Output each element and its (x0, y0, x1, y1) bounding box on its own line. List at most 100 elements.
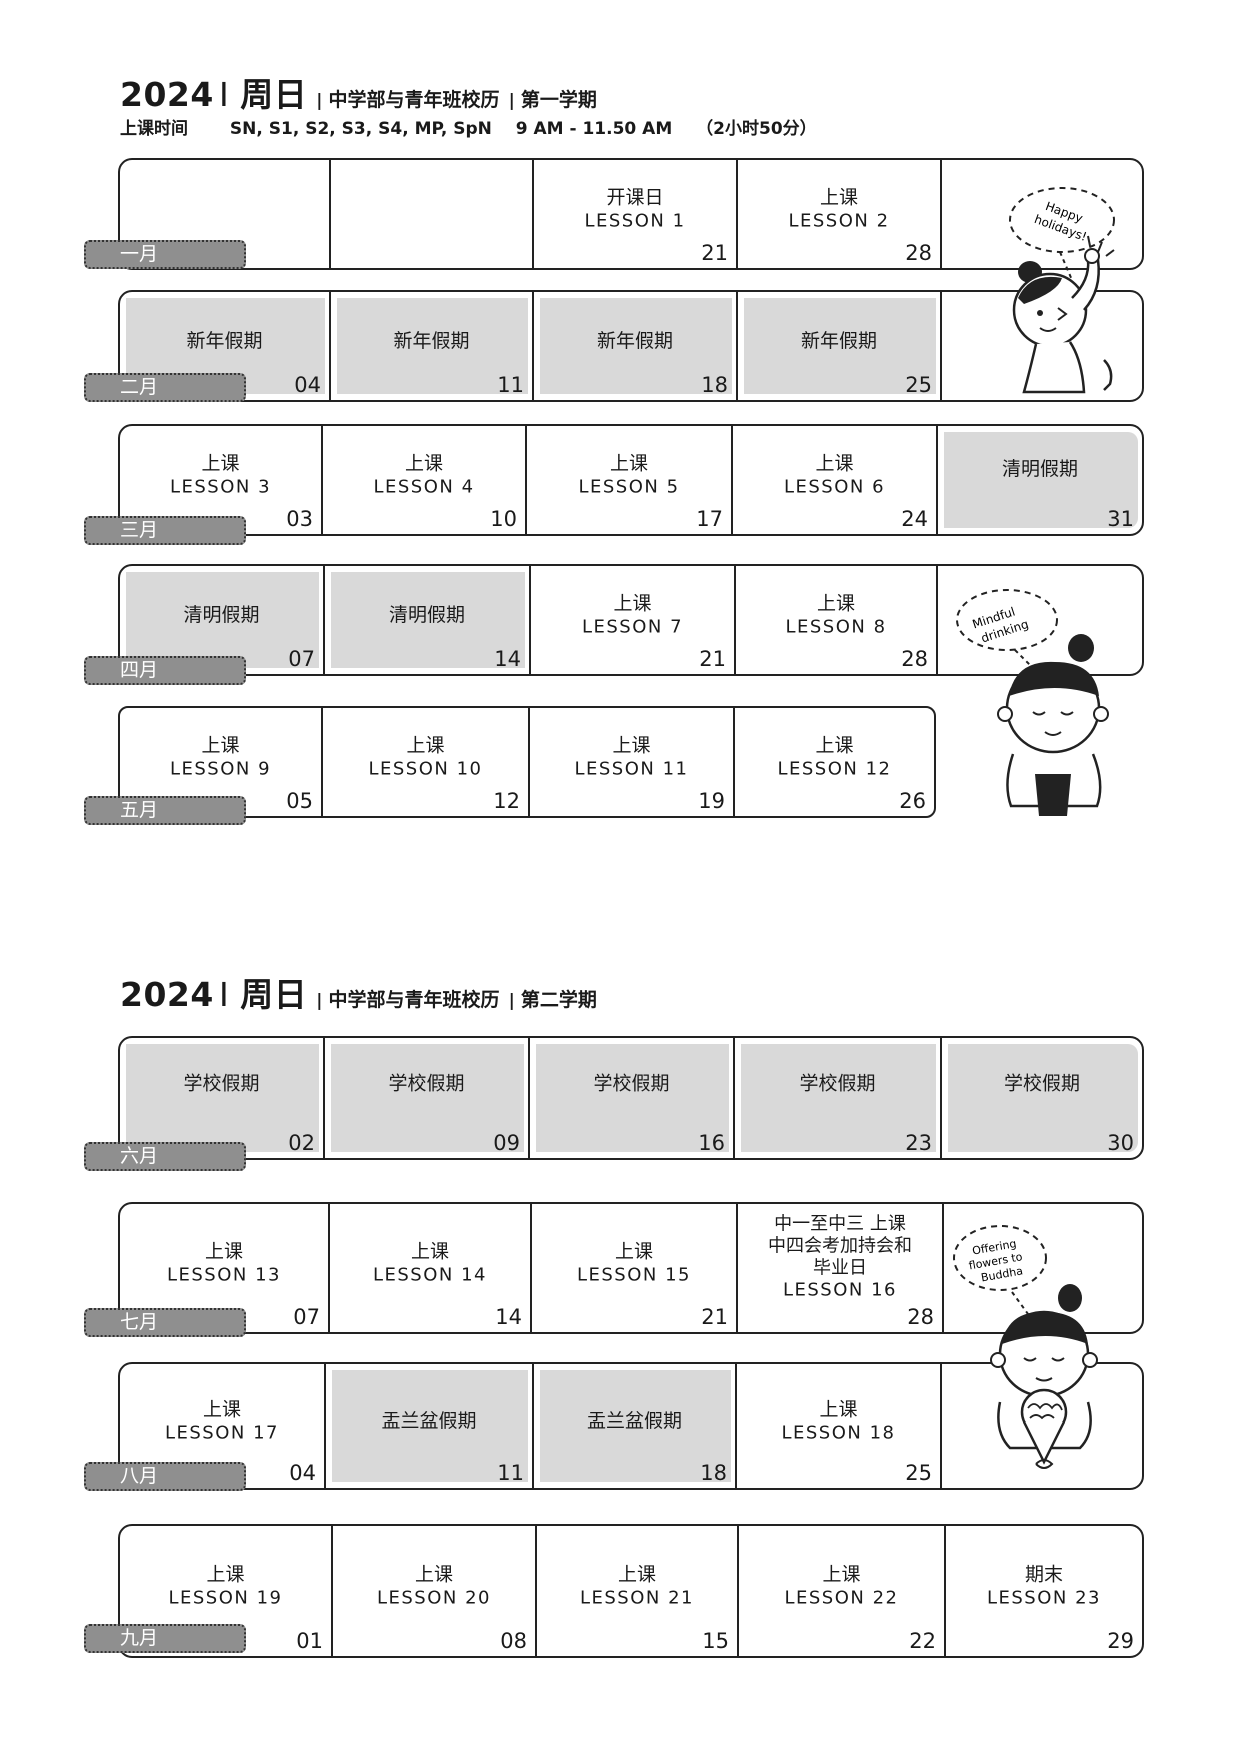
date-number: 28 (907, 1305, 934, 1329)
date-number: 05 (286, 789, 313, 813)
date-number: 29 (1107, 1629, 1134, 1653)
calendar-cell: 清明假期 07 (120, 566, 325, 674)
date-number: 25 (905, 1461, 932, 1485)
calendar-cell: 新年假期 18 (534, 292, 738, 400)
month-label: 九月 (84, 1624, 246, 1653)
date-number: 21 (701, 1305, 728, 1329)
calendar-title: 中学部与青年班校历 (328, 89, 500, 111)
date-number: 28 (905, 241, 932, 265)
calendar-cell: 清明假期 14 (325, 566, 531, 674)
date-number: 04 (294, 373, 321, 397)
month-label: 一月 (84, 240, 246, 269)
month-label: 八月 (84, 1462, 246, 1491)
date-number: 17 (696, 507, 723, 531)
date-number: 18 (701, 373, 728, 397)
offering-flowers-illustration: Offering flowers to Buddha (953, 1225, 1098, 1469)
date-number: 28 (901, 647, 928, 671)
date-number: 30 (1107, 1131, 1134, 1155)
calendar-cell: 盂兰盆假期 18 (534, 1364, 737, 1488)
date-number: 31 (1107, 507, 1134, 531)
calendar-cell: 学校假期 09 (325, 1038, 530, 1158)
month-label: 五月 (84, 796, 246, 825)
calendar-cell: 学校假期 30 (942, 1038, 1142, 1158)
date-number: 12 (493, 789, 520, 813)
class-list: SN, S1, S2, S3, S4, MP, SpN (229, 119, 492, 139)
class-time-line: 上课时间 SN, S1, S2, S3, S4, MP, SpN 9 AM - … (120, 114, 817, 139)
date-number: 26 (899, 789, 926, 813)
date-number: 04 (289, 1461, 316, 1485)
date-number: 08 (500, 1629, 527, 1653)
calendar-title: 中学部与青年班校历 (328, 989, 500, 1011)
month-label: 二月 (84, 373, 246, 402)
date-number: 11 (497, 373, 524, 397)
mindful-drinking-illustration: Mindful drinking (956, 589, 1109, 816)
date-number: 14 (494, 647, 521, 671)
calendar-cell (331, 160, 534, 268)
date-number: 11 (497, 1461, 524, 1485)
date-number: 21 (701, 241, 728, 265)
year: 2024 (120, 75, 214, 114)
term1-title: 2024 I 周日 |中学部与青年班校历 |第一学期 (120, 75, 597, 114)
date-number: 07 (288, 647, 315, 671)
weekday: 周日 (240, 75, 308, 114)
term-name: 第一学期 (520, 89, 597, 111)
calendar-cell (120, 160, 331, 268)
date-number: 16 (698, 1131, 725, 1155)
calendar-cell: 新年假期 11 (331, 292, 534, 400)
term-name: 第二学期 (520, 989, 597, 1011)
date-number: 02 (288, 1131, 315, 1155)
weekday: 周日 (240, 975, 308, 1014)
date-number: 10 (490, 507, 517, 531)
date-number: 07 (293, 1305, 320, 1329)
date-number: 25 (905, 373, 932, 397)
calendar-cell: 学校假期 02 (120, 1038, 325, 1158)
month-row-jun: 学校假期 02 学校假期 09 学校假期 16 学校假期 23 学校假期 30 (118, 1036, 1144, 1160)
date-number: 23 (905, 1131, 932, 1155)
calendar-cell: 学校假期 16 (530, 1038, 735, 1158)
date-number: 22 (909, 1629, 936, 1653)
date-number: 01 (296, 1629, 323, 1653)
date-number: 14 (495, 1305, 522, 1329)
class-time: 9 AM - 11.50 AM (515, 119, 673, 139)
calendar-cell: 新年假期 25 (738, 292, 942, 400)
calendar-cell: 学校假期 23 (735, 1038, 942, 1158)
calendar-cell: 中一至中三 上课 中四会考加持会和 毕业日 LESSON 16 28 (738, 1204, 944, 1332)
month-label: 四月 (84, 656, 246, 685)
date-number: 15 (702, 1629, 729, 1653)
date-number: 18 (700, 1461, 727, 1485)
date-number: 03 (286, 507, 313, 531)
happy-holidays-illustration: Happy holidays! (1009, 187, 1115, 394)
month-label: 三月 (84, 516, 246, 545)
calendar-cell: 盂兰盆假期 11 (326, 1364, 534, 1488)
calendar-cell: 清明假期 31 (938, 426, 1142, 534)
date-number: 24 (901, 507, 928, 531)
class-duration: （2小时50分） (696, 119, 817, 139)
